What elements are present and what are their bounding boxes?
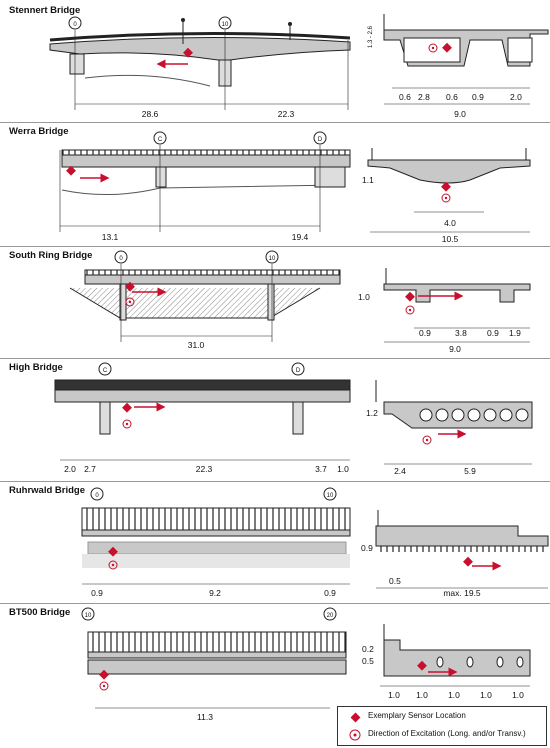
panel-divider [0,481,550,482]
panel-divider [0,122,550,123]
ruhrwald-longitudinal: 0 10 0.9 9.2 0.9 [81,487,351,598]
dimension-label: 5.9 [464,466,476,476]
dimension-label: 31.0 [188,340,205,350]
excitation-icon [349,729,361,741]
bridge-title-southring: South Ring Bridge [9,250,93,261]
pier-label: 0 [119,256,123,262]
dimension-label: 22.3 [196,464,213,474]
dimension-label: 2.4 [394,466,406,476]
pier-label: C [158,137,163,143]
dimension-label: 1.0 [448,690,460,700]
height-label: 1.1 [362,175,374,185]
werra-crosssection: 1.1 4.0 10.5 [362,148,531,244]
dimension-label: max. 19.5 [443,588,481,598]
dimension-label: 4.0 [444,218,456,228]
werra-longitudinal: C D 13.1 19.4 [59,131,351,242]
pier-label: 20 [327,613,334,619]
dimension-label: 2.0 [64,464,76,474]
dimension-label: 28.6 [142,109,159,119]
sensor-icon [350,712,361,723]
dimension-label: 1.0 [512,690,524,700]
panel-divider [0,246,550,247]
dimension-label: 0.9 [487,328,499,338]
height-label: 0.9 [361,543,373,553]
southring-longitudinal: 0 10 31.0 [69,250,341,350]
legend-excitation-label: Direction of Excitation (Long. and/or Tr… [368,729,526,738]
dimension-label: 0.6 [446,92,458,102]
dimension-label: 0.5 [389,576,401,586]
dimension-label: 9.0 [454,109,466,119]
pier-label: 10 [222,22,229,28]
height-label: 0.2 [362,644,374,654]
southring-crosssection: 1.0 0.9 3.8 0.9 1.9 9.0 [358,268,531,354]
pier-label: 10 [327,493,334,499]
dimension-label: 2.8 [418,92,430,102]
dimension-label: 0.9 [91,588,103,598]
pier-label: D [318,137,323,143]
dimension-label: 0.9 [472,92,484,102]
dimension-label: 9.0 [449,344,461,354]
dimension-label: 1.0 [337,464,349,474]
bt500-longitudinal: 10 20 11.3 [81,607,347,722]
bridge-title-werra: Werra Bridge [9,126,69,137]
height-label: 1.0 [358,292,370,302]
high-longitudinal: C D 2.0 2.7 22.3 3.7 1.0 [54,362,351,474]
dimension-label: 1.0 [388,690,400,700]
dimension-label: 0.9 [419,328,431,338]
pier-label: D [296,368,301,374]
bt500-crosssection: 0.2 0.5 1.0 1.0 1.0 1.0 1.0 [362,624,531,700]
dimension-label: 0.9 [324,588,336,598]
dimension-label: 11.3 [197,712,213,722]
bridge-title-stennert: Stennert Bridge [9,5,81,16]
ruhrwald-crosssection: 0.9 0.5 max. 19.5 [361,510,549,598]
panel-divider [0,358,550,359]
dimension-label: 10.5 [442,234,459,244]
legend: Exemplary Sensor Location Direction of E… [337,706,547,746]
dimension-label: 2.0 [510,92,522,102]
dimension-label: 13.1 [102,232,119,242]
dimension-label: 3.8 [455,328,467,338]
dimension-label: 19.4 [292,232,309,242]
stennert-crosssection: 1.3 - 2.6 9.0 0.6 2.8 0.6 0.9 2.0 [368,14,549,119]
pier-label: C [103,368,108,374]
height-label: 1.2 [366,408,378,418]
pier-label: 10 [85,613,92,619]
dimension-label: 9.2 [209,588,221,598]
stennert-longitudinal: 0 10 28.6 22.3 [49,16,351,119]
panel-divider [0,603,550,604]
pier-label: 0 [73,22,77,28]
dimension-label: 1.0 [416,690,428,700]
height-label: 0.5 [362,656,374,666]
dimension-label: 2.7 [84,464,96,474]
dimension-label: 22.3 [278,109,295,119]
pier-label: 0 [95,493,99,499]
legend-sensor-label: Exemplary Sensor Location [368,711,466,720]
height-label: 1.3 - 2.6 [368,25,374,48]
bridge-title-ruhrwald: Ruhrwald Bridge [9,485,86,496]
dimension-label: 1.0 [480,690,492,700]
dimension-label: 0.6 [399,92,411,102]
high-crosssection: 1.2 2.4 5.9 [366,380,533,476]
bridge-title-high: High Bridge [9,362,63,373]
dimension-label: 3.7 [315,464,327,474]
dimension-label: 1.9 [509,328,521,338]
bridge-title-bt500: BT500 Bridge [9,607,71,618]
pier-label: 10 [269,256,276,262]
